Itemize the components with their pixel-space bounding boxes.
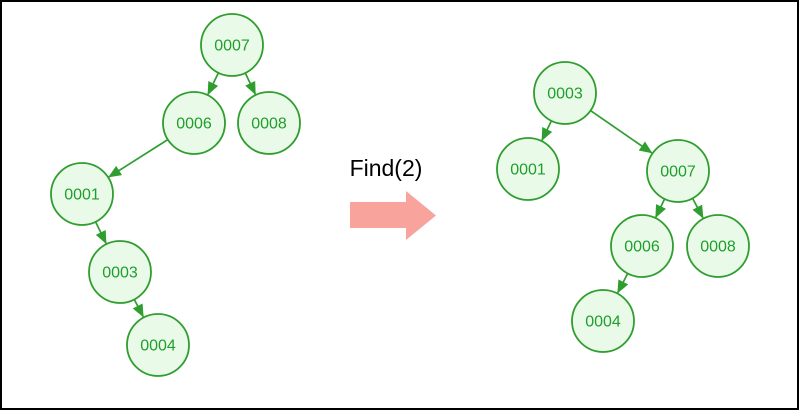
tree-node-label: 0006 [176, 116, 212, 133]
tree-node-circle [571, 289, 635, 353]
tree-node-circle [646, 139, 710, 203]
tree-node-label: 0003 [547, 86, 583, 103]
tree-node-label: 0001 [510, 162, 546, 179]
tree-edge [541, 120, 553, 142]
tree-edge [207, 72, 220, 96]
tree-edge [691, 198, 704, 219]
tree-before: 0007 0006 0008 0001 0003 0004 [50, 13, 301, 377]
tree-edge [108, 138, 169, 178]
tree-node-circle [162, 91, 226, 155]
tree-edge [94, 221, 107, 245]
tree-edge [617, 273, 629, 294]
tree-node-label: 0004 [140, 338, 176, 355]
tree-node-label: 0001 [64, 187, 100, 204]
tree-node-label: 0008 [700, 239, 736, 256]
tree-edge [590, 109, 653, 154]
tree-edge [244, 72, 257, 96]
tree-node-circle [496, 137, 560, 201]
tree-node-circle [88, 240, 152, 304]
tree-node-label: 0003 [102, 265, 138, 282]
tree-node-label: 0007 [660, 164, 696, 181]
tree-node-label: 0007 [214, 38, 250, 55]
tree-edge [132, 299, 144, 318]
tree-edge [655, 198, 666, 219]
tree-node-circle [126, 313, 190, 377]
tree-node-label: 0004 [585, 314, 621, 331]
tree-node-circle [686, 214, 750, 278]
tree-node-circle [237, 91, 301, 155]
find-arrow-icon [350, 191, 436, 240]
find-operation-label: Find(2) [349, 155, 423, 181]
tree-node-circle [533, 61, 597, 125]
tree-node-circle [610, 214, 674, 278]
tree-node-circle [50, 162, 114, 226]
tree-after: 0003 0001 0007 0006 0008 0004 [496, 61, 750, 353]
tree-node-label: 0008 [251, 116, 287, 133]
tree-node-circle [200, 13, 264, 77]
tree-node-label: 0006 [624, 239, 660, 256]
